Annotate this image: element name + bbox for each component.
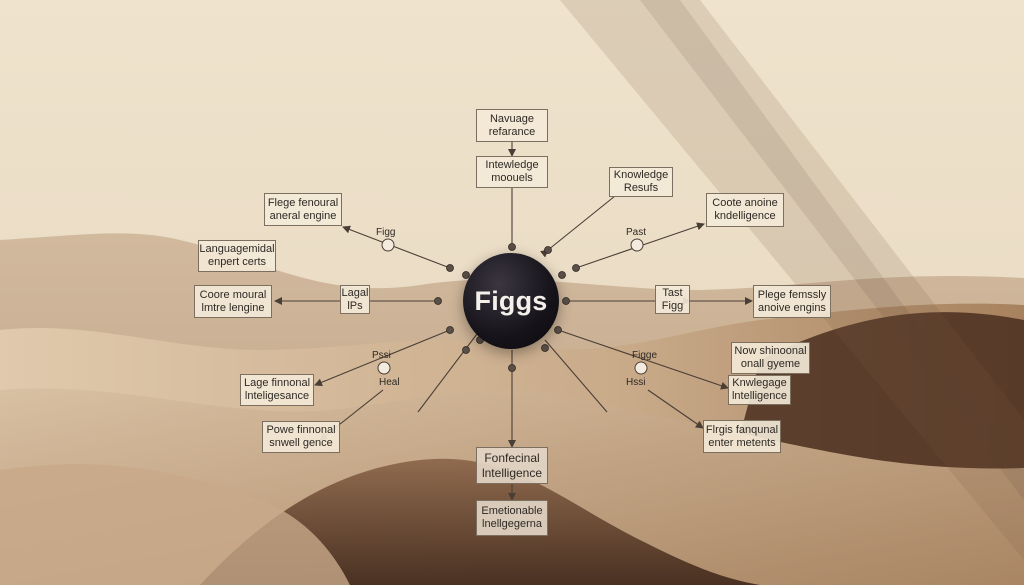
- box-intewledge-moouels: Intewledge moouels: [476, 156, 548, 188]
- node-dot: [562, 297, 570, 305]
- box-flege-fenoural: Flege fenoural aneral engine: [264, 193, 342, 226]
- box-fonfecinal: Fonfecinal lntelligence: [476, 447, 548, 484]
- open-node-figge: [634, 361, 648, 375]
- box-line: Navuage: [489, 112, 535, 125]
- box-line: lnellgegerna: [482, 518, 542, 530]
- node-label-heal: Heal: [379, 377, 400, 388]
- box-line: Fonfecinal: [484, 450, 540, 465]
- box-lage-finnonal: Lage finnonal lnteligesance: [240, 374, 314, 406]
- box-line: lnteligesance: [244, 390, 310, 402]
- box-emetionable: Emetionable lnellgegerna: [476, 500, 548, 536]
- box-line: lmtre lengine: [201, 301, 265, 314]
- box-knwlegage: Knwlegage lntelligence: [728, 375, 791, 405]
- box-line: Lagal: [341, 286, 369, 299]
- connector-right4: [557, 329, 729, 390]
- node-dot: [446, 326, 454, 334]
- node-dot: [544, 246, 552, 254]
- node-label-figg: Figg: [376, 227, 396, 238]
- node-dot: [462, 346, 470, 354]
- box-line: Powe finnonal: [266, 424, 336, 436]
- box-line: Flege fenoural: [267, 196, 339, 209]
- node-dot: [541, 344, 549, 352]
- box-line: enter metents: [708, 436, 776, 449]
- box-coote-anoine: Coote anoine kndelligence: [706, 193, 784, 227]
- box-now-shinoonal: Now shinoonal onall gyeme: [731, 342, 810, 374]
- hub-label: Figgs: [474, 285, 548, 316]
- box-line: lntelligence: [481, 465, 543, 480]
- box-navuage-refarance: Navuage refarance: [476, 109, 548, 142]
- box-coore-moural: Coore moural lmtre lengine: [194, 285, 272, 318]
- node-dot: [446, 264, 454, 272]
- box-line: Flrgis fanqunal: [705, 423, 779, 436]
- box-line: refarance: [488, 125, 536, 138]
- node-label-figge: Figge: [632, 350, 658, 361]
- node-dot: [558, 271, 566, 279]
- box-line: Emetionable: [481, 505, 543, 517]
- box-line: Intewledge: [485, 159, 539, 171]
- box-line: lPs: [347, 299, 363, 312]
- node-dot: [572, 264, 580, 272]
- box-line: Languagemidal: [199, 243, 275, 255]
- box-line: kndelligence: [714, 210, 776, 222]
- connector-left4: [314, 329, 451, 387]
- node-dot: [434, 297, 442, 305]
- connector-lower-right: [544, 339, 608, 413]
- box-knowledge-resufs: Knowledge Resufs: [609, 167, 673, 197]
- box-line: Resufs: [623, 182, 659, 194]
- box-tast-figg: Tast Figg: [655, 285, 690, 314]
- box-line: Now shinoonal: [734, 345, 807, 357]
- box-line: Plege femssly: [757, 288, 827, 301]
- node-dot: [508, 243, 516, 251]
- connector-upper-right: [540, 195, 616, 258]
- box-line: Knwlegage: [732, 377, 787, 389]
- box-line: moouels: [491, 172, 533, 184]
- box-line: Lage finnonal: [243, 377, 311, 389]
- box-line: lntelligence: [731, 390, 788, 402]
- connector-left1: [342, 225, 451, 269]
- open-node-past: [630, 238, 644, 252]
- box-line: aneral engine: [269, 209, 337, 222]
- box-line: Coote anoine: [712, 197, 778, 209]
- box-line: Figg: [661, 299, 684, 312]
- open-node-pssi: [377, 361, 391, 375]
- node-label-past: Past: [626, 227, 647, 238]
- node-label-pssi: Pssi: [372, 350, 391, 361]
- box-line: Coore moural: [199, 288, 267, 301]
- box-line: Knowledge: [613, 169, 669, 181]
- open-node-figg: [381, 238, 395, 252]
- central-hub-node: Figgs: [463, 253, 559, 349]
- box-line: onall gyeme: [740, 358, 801, 370]
- connector-lower-left: [417, 329, 481, 413]
- node-label-hssi: Hssi: [626, 377, 646, 388]
- box-lagal: Lagal lPs: [340, 285, 370, 314]
- box-line: Tast: [662, 286, 683, 299]
- box-line: anoive engins: [758, 301, 826, 314]
- connector-right5: [647, 389, 704, 429]
- box-powe-finnonal: Powe finnonal snwell gence: [262, 421, 340, 453]
- box-plege-femssly: Plege femssly anoive engins: [753, 285, 831, 318]
- box-line: enpert certs: [207, 256, 267, 268]
- node-dot: [508, 364, 516, 372]
- box-languagemidal: Languagemidal enpert certs: [198, 240, 276, 272]
- box-line: snwell gence: [269, 437, 333, 449]
- box-flrgis-fanqunal: Flrgis fanqunal enter metents: [703, 420, 781, 453]
- node-dot: [554, 326, 562, 334]
